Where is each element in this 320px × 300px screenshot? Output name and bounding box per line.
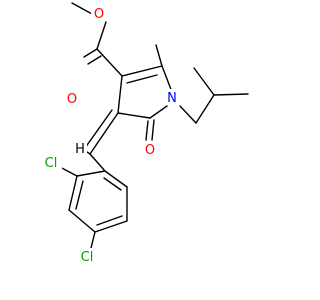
atom-o-methoxy: O [91,5,107,22]
bond-c3-c2 [121,65,163,77]
bond-ch2-ch [195,94,215,124]
bond-carbonyl-double-2 [87,55,102,65]
atom-n-ring: N [164,89,180,106]
bond-ar6-ar1 [104,170,128,188]
bond-ch-me2 [213,93,249,96]
bond-c5-o-double-1 [145,120,149,141]
bond-ar2-ar3-inner [75,180,84,210]
bond-c4-ch-double [84,109,113,149]
atom-label-n-ring: N [167,91,177,106]
atom-label-cl-para: Cl [81,250,94,265]
atom-label-o-methoxy: O [94,7,104,22]
bond-methyl-o [71,2,93,15]
atom-o-carbonyl: O [65,90,81,107]
bond-n-c5 [149,105,168,119]
bond-c5-o-double-2 [151,119,155,141]
bond-ar4-ar5-inner [96,215,123,226]
atom-label-o-lactam: O [145,143,155,158]
bond-c4-ch [89,112,119,155]
bond-ar6-ar1-inner [103,177,122,191]
bond-c2-methyl [155,44,163,67]
bond-c5-c4 [117,112,151,119]
atom-cl-para: Cl [76,248,98,265]
bond-carbonylc-ring [96,48,123,77]
bond-o-carbonylc [96,21,107,50]
atom-cl-ortho: Cl [40,154,62,171]
bond-c4-c3 [117,75,123,114]
molecule-diagram: O O N O H Cl Cl [40,2,249,265]
bond-ch-me1 [193,67,215,96]
bond-ar3-ar4 [68,209,96,233]
bond-ch-ar [89,153,106,172]
atom-o-lactam: O [142,141,158,158]
bond-ar2-ar3 [68,175,78,211]
structure-canvas: O O N O H Cl Cl [40,2,249,265]
bond-ar4-cl [90,231,96,249]
atom-label-cl-ortho: Cl [45,156,58,171]
bond-c3-c2-inner [126,74,158,84]
bond-c2-n [161,65,173,93]
bond-ar1-ar2 [76,170,106,177]
bond-n-ch2 [179,105,197,124]
bond-carbonyl-double-1 [83,48,98,58]
bond-ar4-ar5 [94,220,128,233]
atom-h-methine: H [73,141,87,157]
atom-label-h-methine: H [75,142,85,157]
atom-label-o-carbonyl: O [67,92,77,107]
